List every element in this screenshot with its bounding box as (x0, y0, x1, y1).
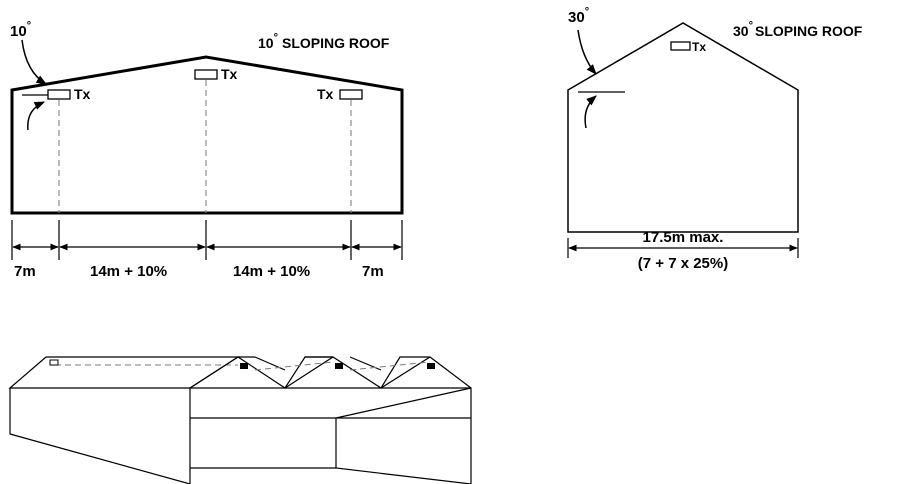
dim-label-right-mid: 14m + 10% (233, 263, 310, 280)
building-recess (335, 387, 472, 484)
tx-label-center: Tx (221, 66, 238, 82)
gable-width-dimension (567, 238, 799, 258)
sawtooth-transmitter-3 (427, 363, 435, 369)
left-angle-arrow-upper (21, 39, 47, 85)
left-shed-front-face (9, 388, 191, 484)
sawtooth-roof-front (189, 356, 472, 389)
left-diagram-title: 10°SLOPING ROOF (258, 32, 390, 51)
thirty-degree-roof-elevation: Tx 30° 30°SLOPING ROOF 17.5m max. (7 + 7… (567, 6, 863, 272)
sawtooth-dashed-1 (254, 361, 334, 371)
tx-label-right: Tx (317, 86, 334, 102)
transmitter-left (47, 89, 71, 100)
dim-label-right-end: 7m (362, 263, 384, 280)
building-front-wall (190, 387, 472, 484)
left-angle-arrow-lower (27, 101, 45, 131)
ten-degree-roof-elevation: Tx Tx Tx 10° 10°SLOPING ROOF 7m 14m + 10… (10, 20, 404, 280)
thirty-degree-building-outline (567, 22, 799, 233)
right-angle-arrow-lower (584, 95, 597, 129)
transmitter-ridge (670, 41, 691, 51)
left-shed-roof (8, 356, 241, 389)
sawtooth-transmitter-1 (240, 363, 248, 369)
transmitter-right (339, 89, 363, 100)
width-dimension-line (11, 220, 403, 260)
transmitter-center (194, 69, 218, 80)
gable-width-label: 17.5m max. (643, 229, 724, 246)
tx-label-left: Tx (74, 86, 91, 102)
sawtooth-building-3d (8, 356, 472, 484)
gable-width-formula: (7 + 7 x 25%) (638, 255, 728, 272)
ten-degree-building-outline (10, 55, 404, 215)
right-angle-arrow-upper (577, 29, 597, 75)
right-diagram-title: 30°SLOPING ROOF (733, 20, 863, 39)
left-shed-transmitter (49, 359, 59, 366)
sawtooth-dashed-2 (349, 361, 431, 371)
left-angle-label: 10° (10, 20, 31, 40)
tx-label-ridge: Tx (692, 40, 706, 54)
right-angle-label: 30° (568, 6, 589, 26)
dim-label-left-mid: 14m + 10% (90, 263, 167, 280)
sawtooth-transmitter-2 (335, 363, 343, 369)
dim-label-left-end: 7m (14, 263, 36, 280)
